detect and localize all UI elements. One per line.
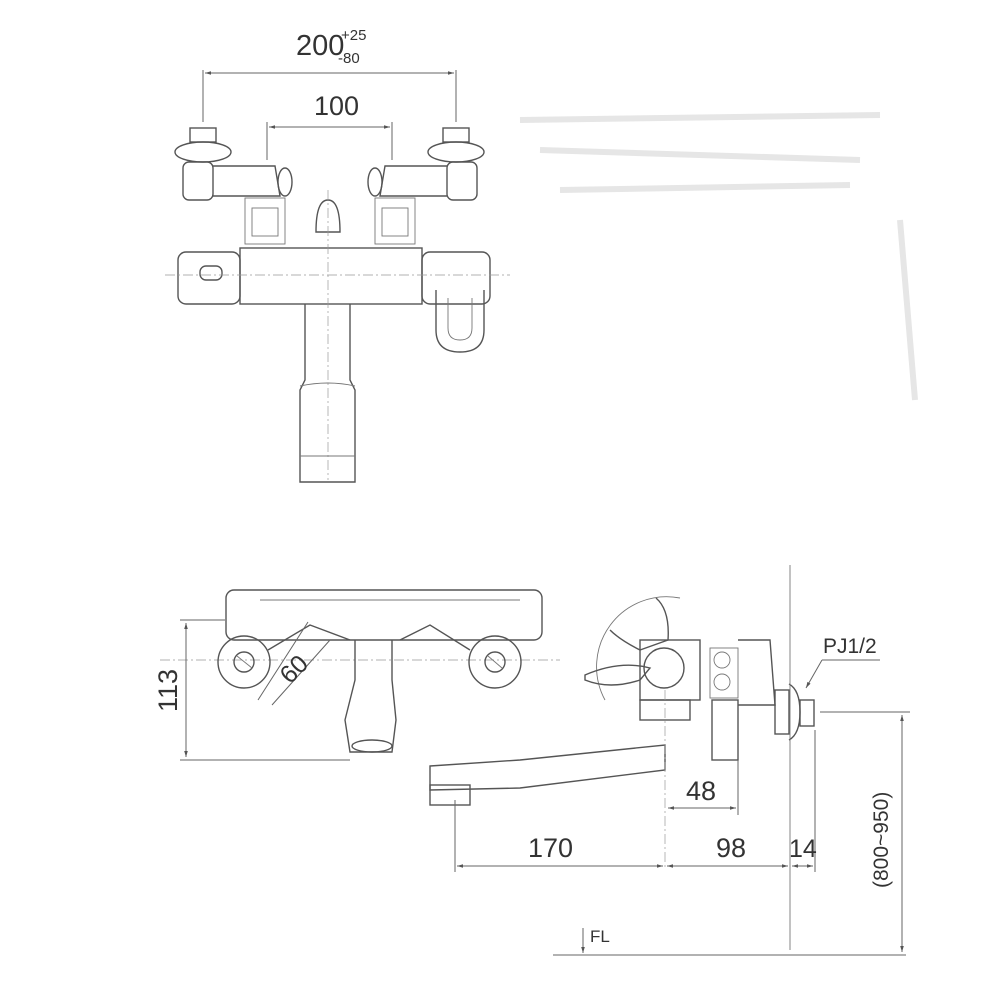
dim-60: 60	[274, 650, 313, 689]
front-view	[165, 70, 510, 483]
dim-48: 48	[686, 776, 716, 806]
dim-98: 98	[716, 833, 746, 863]
dim-200-tol-minus: -80	[338, 50, 360, 67]
dim-170: 170	[528, 833, 573, 863]
dim-200-tol-plus: +25	[341, 27, 366, 44]
dim-14: 14	[789, 835, 817, 863]
thread-label: PJ1/2	[823, 635, 877, 658]
floor-label: FL	[590, 927, 610, 946]
dim-install-height: (800~950)	[870, 792, 893, 888]
side-view	[160, 565, 910, 956]
dim-200: 200	[296, 30, 344, 62]
dim-100: 100	[314, 91, 359, 121]
ghost-strokes	[519, 112, 918, 401]
dim-113: 113	[153, 669, 183, 712]
